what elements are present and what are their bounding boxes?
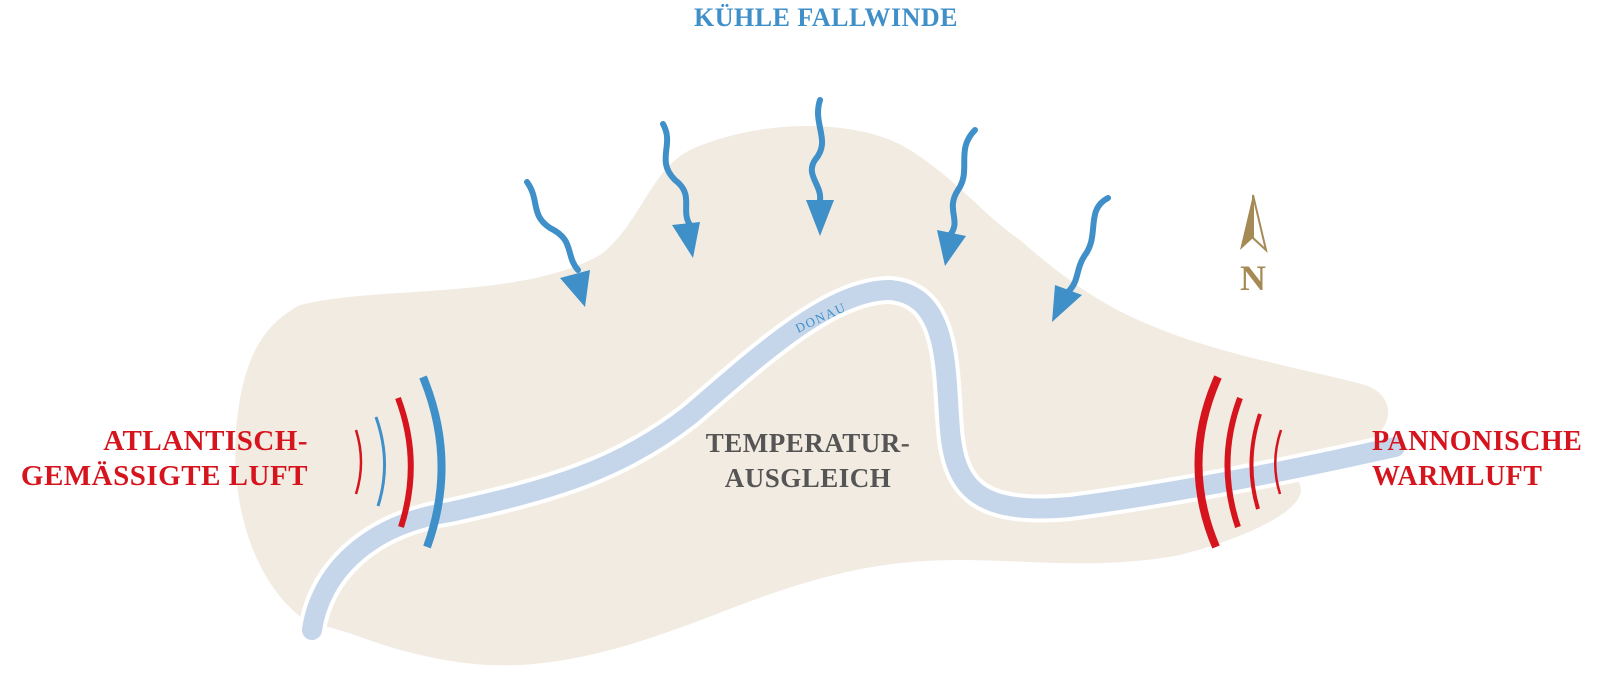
wind-arrow-icon	[947, 127, 978, 238]
temperature-balance-label-line2: AUSGLEICH	[724, 463, 892, 493]
wind-arrow-icon	[1065, 195, 1111, 295]
arrowhead-icon	[560, 270, 590, 307]
airflow-arc-icon	[395, 396, 414, 528]
airflow-arc-icon	[1224, 396, 1243, 528]
land-area	[235, 126, 1389, 666]
arrowhead-icon	[1052, 285, 1082, 322]
cool-wind-arrows	[524, 97, 1111, 295]
airflow-arc-icon	[1194, 375, 1222, 549]
cool-wind-arrowheads	[560, 200, 1082, 322]
airflow-arc-icon	[354, 429, 363, 495]
atlantic-air-label: ATLANTISCH- GEMÄSSIGTE LUFT	[21, 424, 308, 494]
airflow-arc-icon	[1274, 429, 1283, 495]
wind-arrow-icon	[660, 121, 693, 228]
arrowhead-icon	[937, 230, 966, 266]
pannonian-airflow-arcs	[1194, 375, 1283, 549]
atlantic-air-label-line2: GEMÄSSIGTE LUFT	[20, 460, 308, 492]
north-compass: N	[1240, 194, 1268, 298]
danube-river	[302, 279, 1405, 640]
airflow-arc-icon	[1249, 413, 1262, 510]
arrowhead-icon	[806, 200, 834, 236]
compass-arrow-icon	[1240, 195, 1253, 250]
airflow-arc-icon	[419, 375, 446, 549]
wind-arrow-icon	[808, 97, 826, 203]
wind-arrow-icon	[524, 179, 581, 273]
temperature-balance-label-line1: TEMPERATUR-	[705, 428, 911, 458]
atlantic-airflow-arcs	[354, 375, 446, 549]
title-text: KÜHLE FALLWINDE	[694, 3, 958, 32]
arrowhead-icon	[672, 222, 700, 258]
north-letter: N	[1240, 258, 1266, 298]
pannonian-warm-air-label-line1: PANNONISCHE	[1372, 426, 1583, 457]
compass-arrow-icon	[1252, 194, 1268, 253]
airflow-arc-icon	[374, 416, 386, 507]
temperature-balance-label: TEMPERATUR- AUSGLEICH	[693, 426, 923, 496]
pannonian-warm-air-label-line2: WARMLUFT	[1372, 461, 1543, 492]
title-cool-winds: KÜHLE FALLWINDE	[0, 2, 1600, 34]
atlantic-air-label-line1: ATLANTISCH-	[103, 425, 308, 457]
pannonian-warm-air-label: PANNONISCHE WARMLUFT	[1372, 424, 1582, 494]
